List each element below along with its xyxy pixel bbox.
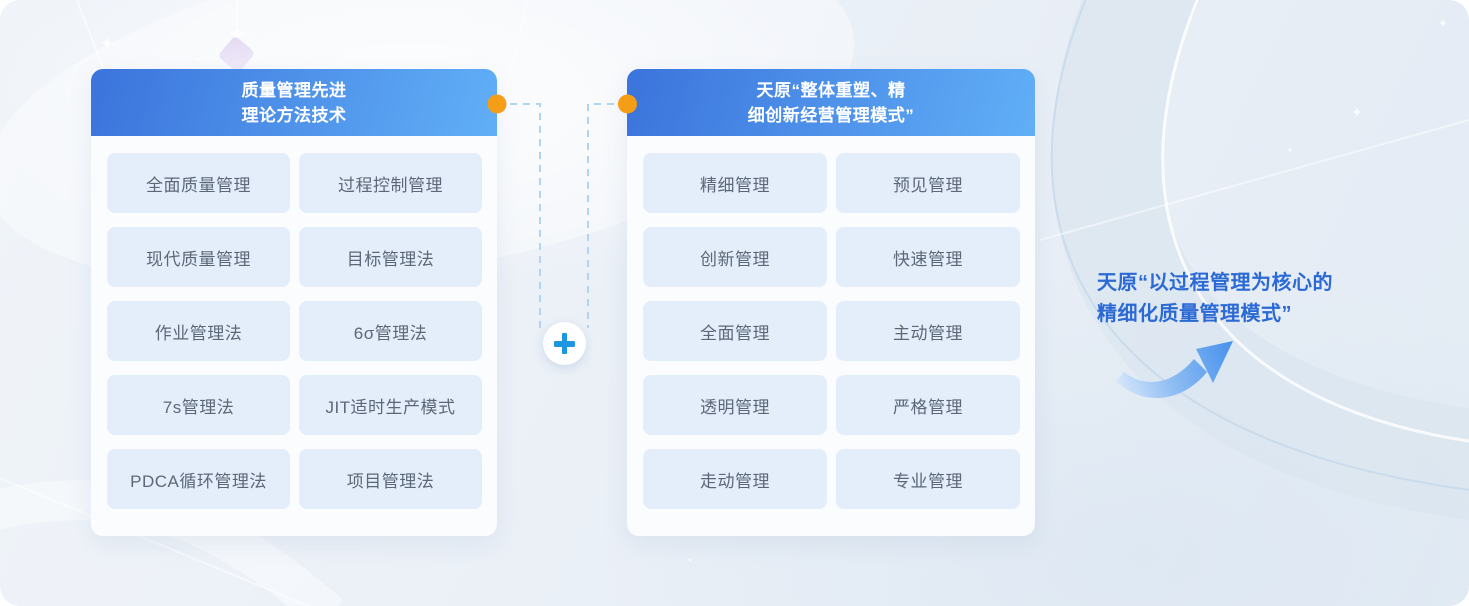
result-statement: 天原“以过程管理为核心的 精细化质量管理模式” [1097,268,1397,330]
triangle-decoration [217,35,256,74]
mode-item: 透明管理 [643,375,827,435]
method-item: PDCA循环管理法 [107,449,290,509]
method-item: 目标管理法 [299,227,482,287]
method-item: 7s管理法 [107,375,290,435]
right-panel-title-line2: 细创新经营管理模式” [747,105,915,125]
left-panel-header: 质量管理先进 理论方法技术 [91,69,497,136]
mode-item: 快速管理 [836,227,1020,287]
mode-item: 全面管理 [643,301,827,361]
result-line2: 精细化质量管理模式” [1097,303,1292,325]
mode-item: 严格管理 [836,375,1020,435]
mode-item: 专业管理 [836,449,1020,509]
method-item: JIT适时生产模式 [299,375,482,435]
method-item: 项目管理法 [299,449,482,509]
result-line1: 天原“以过程管理为核心的 [1097,272,1333,294]
right-panel-title-line1: 天原“整体重塑、精 [756,80,906,100]
mode-item: 创新管理 [643,227,827,287]
method-item: 现代质量管理 [107,227,290,287]
right-panel-body: 精细管理 预见管理 创新管理 快速管理 全面管理 主动管理 透明管理 严格管理 … [627,136,1035,536]
plus-vertical-bar [561,333,568,354]
mode-item: 预见管理 [836,153,1020,213]
right-panel-header: 天原“整体重塑、精 细创新经营管理模式” [627,69,1035,136]
method-item: 作业管理法 [107,301,290,361]
right-panel: 天原“整体重塑、精 细创新经营管理模式” 精细管理 预见管理 创新管理 快速管理… [627,69,1035,536]
left-panel: 质量管理先进 理论方法技术 全面质量管理 过程控制管理 现代质量管理 目标管理法… [91,69,497,536]
mode-item: 走动管理 [643,449,827,509]
method-item: 6σ管理法 [299,301,482,361]
mode-item: 主动管理 [836,301,1020,361]
left-panel-title-line1: 质量管理先进 [241,80,347,100]
plus-icon [543,322,586,365]
method-item: 过程控制管理 [299,153,482,213]
left-panel-body: 全面质量管理 过程控制管理 现代质量管理 目标管理法 作业管理法 6σ管理法 7… [91,136,497,536]
mode-item: 精细管理 [643,153,827,213]
method-item: 全面质量管理 [107,153,290,213]
left-panel-title-line2: 理论方法技术 [241,105,347,125]
